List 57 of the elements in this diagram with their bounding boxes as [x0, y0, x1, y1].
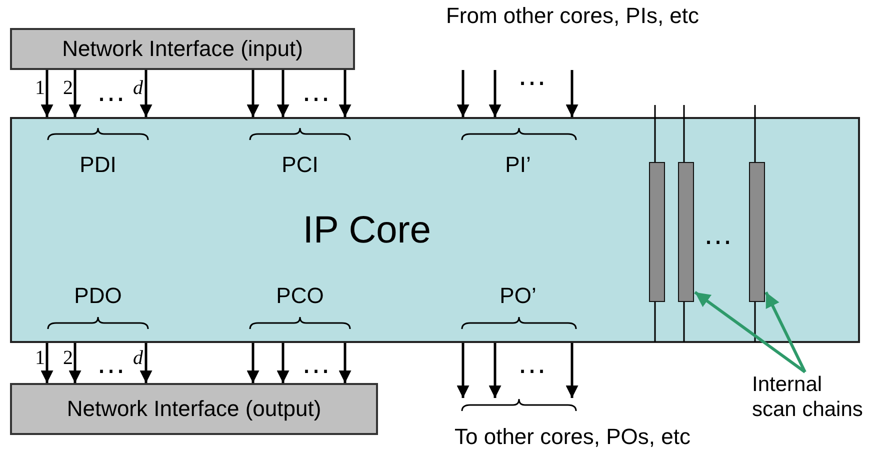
- port-label: PCO: [276, 285, 324, 307]
- ellipsis: …: [96, 349, 126, 379]
- bit-index: 2: [63, 348, 73, 368]
- arrow: [246, 343, 260, 383]
- arrow: [566, 343, 578, 398]
- ellipsis: …: [517, 61, 547, 91]
- arrow: [140, 70, 152, 117]
- caption-text: From other cores, PIs, etc: [446, 3, 700, 29]
- arrow: [456, 343, 470, 398]
- ellipsis: …: [301, 349, 331, 379]
- arrow: [40, 343, 54, 383]
- core-box: [10, 117, 860, 343]
- scan-line: [683, 105, 685, 162]
- caption-text: To other cores, POs, etc: [454, 424, 690, 450]
- arrow: [40, 70, 54, 117]
- scan-chain-bar: [678, 162, 694, 302]
- arrow: [68, 343, 82, 383]
- arrow: [488, 70, 502, 117]
- arrow: [338, 70, 352, 117]
- bit-index: 1: [35, 78, 45, 98]
- bit-index: 2: [63, 78, 73, 98]
- arrow: [140, 343, 152, 383]
- scan-line: [754, 105, 756, 162]
- arrow: [488, 343, 502, 398]
- arrow: [276, 70, 290, 117]
- port-label: PO’: [500, 285, 536, 307]
- leader-arrow: [764, 292, 806, 373]
- core-title: IP Core: [302, 210, 432, 252]
- arrow: [68, 70, 82, 117]
- leader-arrow: [694, 290, 806, 374]
- bit-index: d: [133, 78, 143, 98]
- arrow: [456, 70, 470, 117]
- scan-line: [654, 302, 656, 342]
- scan-line: [754, 302, 756, 342]
- scan-line: [683, 302, 685, 342]
- interface-box: [10, 28, 355, 70]
- port-label: PDI: [80, 154, 116, 176]
- interface-label: Network Interface (output): [66, 396, 322, 422]
- interface-box: [10, 383, 378, 435]
- port-label: PCI: [282, 154, 318, 176]
- arrow: [566, 70, 578, 117]
- scan-line: [654, 105, 656, 162]
- arrow: [338, 343, 352, 383]
- caption-text: Internal scan chains: [752, 372, 864, 422]
- arrow: [246, 70, 260, 117]
- arrow: [276, 343, 290, 383]
- ellipsis: …: [96, 77, 126, 107]
- ellipsis: …: [703, 220, 733, 250]
- bit-index: 1: [35, 348, 45, 368]
- bit-index: d: [133, 348, 143, 368]
- port-label: PI’: [505, 154, 531, 176]
- interface-label: Network Interface (input): [62, 36, 303, 62]
- ellipsis: …: [517, 349, 547, 379]
- port-label: PDO: [74, 285, 122, 307]
- scan-chain-bar: [649, 162, 665, 302]
- scan-chain-bar: [749, 162, 765, 302]
- ellipsis: …: [301, 77, 331, 107]
